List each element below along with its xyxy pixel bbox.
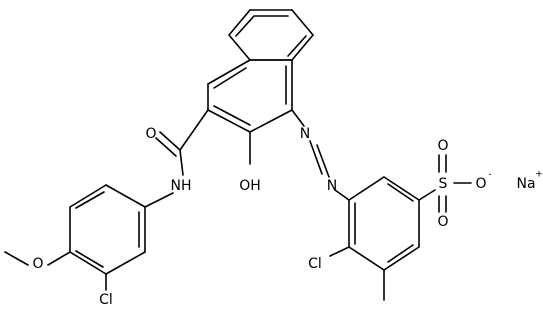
azo-nitrogen-2-label: N [327, 178, 337, 194]
sulfonyl-oxygen-bottom-label: O [437, 214, 448, 230]
sulfonate-group [438, 154, 472, 213]
sulfonyl-oxygen-top-label: O [437, 138, 448, 154]
sodium-label: Na [516, 176, 535, 192]
methoxy-oxygen-label: O [32, 256, 43, 272]
right-ring-substituents [329, 189, 436, 301]
carbonyl-oxygen-label: O [145, 126, 156, 142]
sulfonate-oxygen-label: O [475, 176, 486, 192]
sulfur-label: S [439, 176, 448, 192]
left-ring-substituents [4, 251, 107, 291]
sulfonate-charge-label: - [488, 170, 491, 180]
left-chlorine-label: Cl [99, 292, 113, 308]
left-benzene-ring [69, 184, 146, 275]
azo-linkage [291, 109, 350, 201]
sodium-charge-label: + [535, 170, 543, 180]
amide-bond [144, 109, 209, 208]
right-chlorine-label: Cl [308, 256, 322, 272]
naphthalene-upper-ring [228, 9, 314, 61]
naphthalene-lower-ring [207, 59, 293, 133]
right-benzene-ring [348, 176, 420, 271]
hydroxyl-label: OH [239, 178, 261, 194]
azo-nitrogen-1-label: N [300, 126, 310, 142]
amide-nitrogen-label: NH [171, 178, 192, 194]
